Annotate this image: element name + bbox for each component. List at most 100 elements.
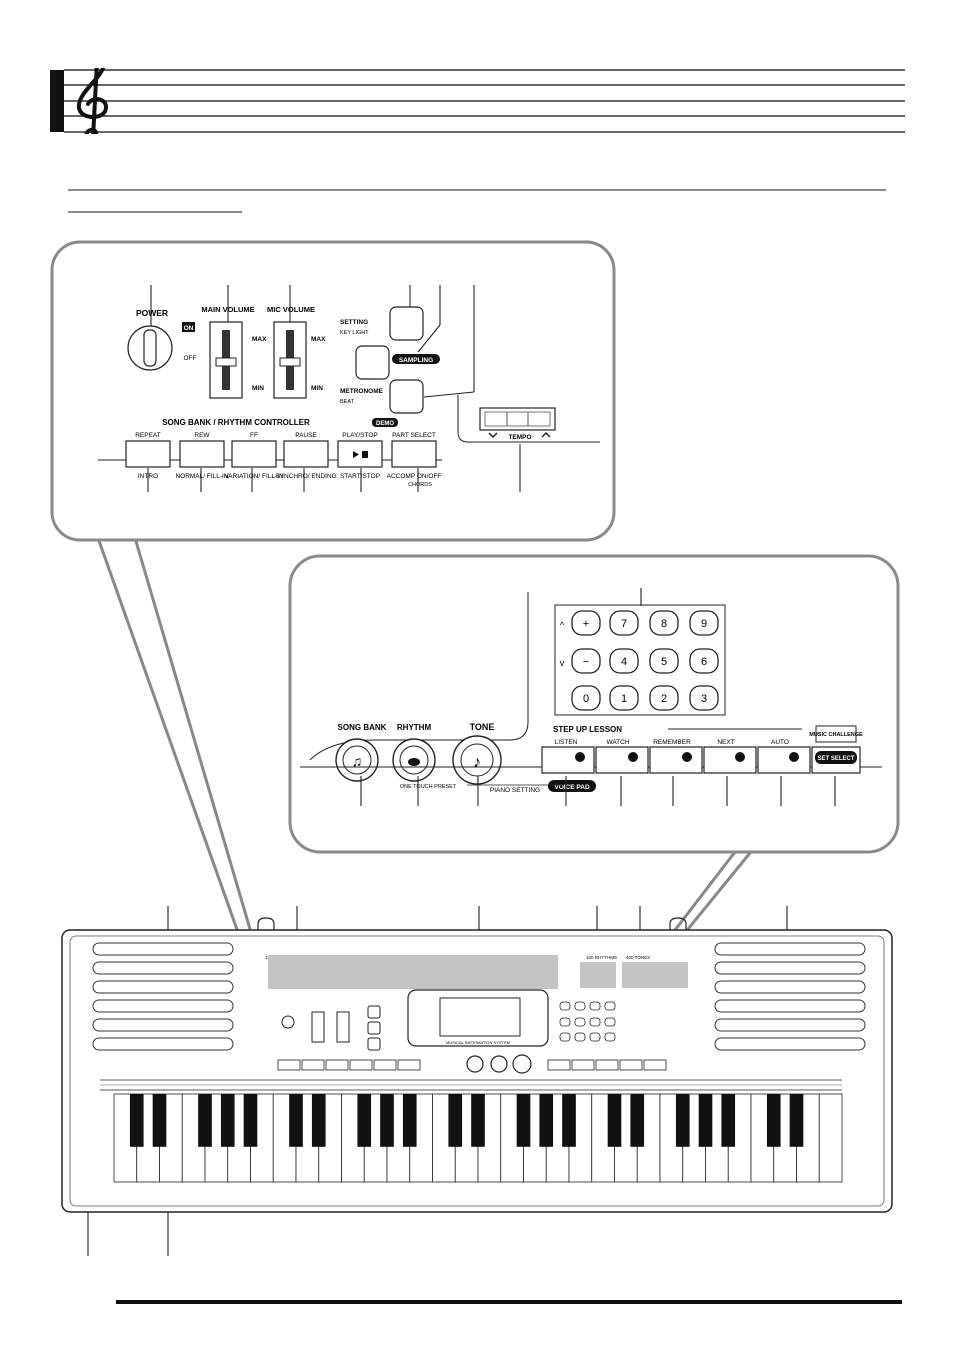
keypad-key-label: 7 <box>621 618 627 630</box>
keypad-key-label: 0 <box>583 693 589 705</box>
mini-keypad <box>559 1001 616 1042</box>
lesson-dot-icon <box>789 752 799 762</box>
tempo-arrows-icon <box>488 431 551 439</box>
keypad-8-button[interactable] <box>649 610 679 636</box>
staff-bar <box>50 70 64 132</box>
watch-button[interactable] <box>595 746 649 774</box>
lesson-dot-icon <box>575 752 585 762</box>
keypad-key-label: 4 <box>621 656 627 668</box>
mini-song-bank-dial[interactable] <box>466 1055 484 1073</box>
power-label: POWER <box>136 308 168 318</box>
accomp-button[interactable] <box>391 440 437 468</box>
rhythm-list-panel <box>580 962 616 988</box>
white-key[interactable] <box>818 1093 843 1183</box>
black-key[interactable] <box>675 1094 690 1147</box>
keypad-key-label: 5 <box>661 656 667 668</box>
keypad-0-button[interactable] <box>571 685 601 711</box>
keypad-key-label: 6 <box>701 656 707 668</box>
keypad-7-button[interactable] <box>609 610 639 636</box>
keypad-key-label: − <box>583 656 589 668</box>
display-caption: MUSICAL INFORMATION SYSTEM <box>446 1040 510 1045</box>
setting-button[interactable] <box>389 306 424 341</box>
black-key[interactable] <box>789 1094 804 1147</box>
keypad-2-button[interactable] <box>649 685 679 711</box>
pause-label: PAUSE <box>295 432 317 439</box>
keypad-4-button[interactable] <box>609 648 639 674</box>
black-key[interactable] <box>539 1094 554 1147</box>
intro-label: INTRO <box>138 473 158 480</box>
listen-label: LISTEN <box>555 739 578 746</box>
black-key[interactable] <box>289 1094 303 1147</box>
stop-icon <box>362 451 368 458</box>
auto-label: AUTO <box>771 739 789 746</box>
lesson-dot-icon <box>682 752 692 762</box>
black-key[interactable] <box>471 1094 485 1147</box>
black-key[interactable] <box>402 1094 417 1147</box>
black-key[interactable] <box>698 1094 713 1147</box>
controller-buttons: REPEAT REW FF PAUSE PLAY/STOP PART SELEC… <box>125 432 441 488</box>
black-key[interactable] <box>562 1094 576 1147</box>
mic-volume-label: MIC VOLUME <box>267 305 315 314</box>
sampling-button[interactable] <box>355 345 390 380</box>
keypad-5-button[interactable] <box>649 648 679 674</box>
ff-label: FF <box>250 432 258 439</box>
normal-button[interactable] <box>179 440 225 468</box>
mini-tone-dial[interactable] <box>512 1054 532 1074</box>
listen-button[interactable] <box>541 746 595 774</box>
keypad-key-label: 9 <box>701 618 707 630</box>
black-key[interactable] <box>357 1094 372 1147</box>
black-key[interactable] <box>380 1094 394 1147</box>
beat-label: BEAT <box>340 399 355 405</box>
black-key[interactable] <box>198 1094 212 1147</box>
tones-tag: 400 TONES <box>626 955 650 960</box>
watch-label: WATCH <box>606 739 629 746</box>
music-challenge-label: MUSIC CHALLENGE <box>809 732 863 738</box>
start-stop-button[interactable] <box>337 440 383 468</box>
lesson-buttons: LISTEN WATCH REMEMBER NEXT AUTO <box>541 739 861 774</box>
black-key[interactable] <box>129 1094 144 1147</box>
black-key[interactable] <box>516 1094 531 1147</box>
keypad-9-button[interactable] <box>689 610 719 636</box>
tempo-buttons[interactable] <box>484 411 551 427</box>
mini-rhythm-dial[interactable] <box>490 1055 508 1073</box>
keypad-1-button[interactable] <box>609 685 639 711</box>
synchro-button[interactable] <box>283 440 329 468</box>
black-key[interactable] <box>766 1094 781 1147</box>
metronome-button[interactable] <box>389 379 424 414</box>
main-volume-min: MIN <box>252 385 264 392</box>
black-key[interactable] <box>243 1094 258 1147</box>
demo-label: DEMO <box>376 421 394 427</box>
black-key[interactable] <box>152 1094 167 1147</box>
lesson-dot-icon <box>735 752 745 762</box>
keypad-key-label: + <box>583 618 589 630</box>
footer-rule <box>116 1300 902 1304</box>
piano-setting-label: PIANO SETTING <box>490 787 540 794</box>
black-key[interactable] <box>448 1094 463 1147</box>
tone-list-panel <box>622 962 688 988</box>
keypad-plus-button[interactable] <box>571 610 601 636</box>
synchro-ending-label: SYNCHRO/ ENDING <box>275 473 336 480</box>
normal-fill-in-label: NORMAL/ FILL-IN <box>175 473 228 480</box>
next-button[interactable] <box>703 746 757 774</box>
black-key[interactable] <box>220 1094 235 1147</box>
play-icon <box>353 451 359 458</box>
variation-button[interactable] <box>231 440 277 468</box>
tone-instrument-icon: ♪ <box>473 754 481 771</box>
song-bank-label: SONG BANK <box>338 723 387 732</box>
keypad-6-button[interactable] <box>689 648 719 674</box>
black-key[interactable] <box>721 1094 736 1147</box>
sampling-label: SAMPLING <box>399 357 433 364</box>
play-stop-label: PLAY/STOP <box>342 432 378 439</box>
rhythm-label: RHYTHM <box>397 723 432 732</box>
black-key[interactable] <box>311 1094 326 1147</box>
black-key[interactable] <box>630 1094 645 1147</box>
black-key[interactable] <box>607 1094 622 1147</box>
chords-label: CHORDS <box>408 482 432 488</box>
remember-button[interactable] <box>649 746 703 774</box>
keypad-key-label: 1 <box>621 693 627 705</box>
keypad-minus-button[interactable] <box>571 648 601 674</box>
intro-button[interactable] <box>125 440 171 468</box>
keypad-3-button[interactable] <box>689 685 719 711</box>
auto-button[interactable] <box>757 746 811 774</box>
mic-volume-min: MIN <box>311 385 323 392</box>
